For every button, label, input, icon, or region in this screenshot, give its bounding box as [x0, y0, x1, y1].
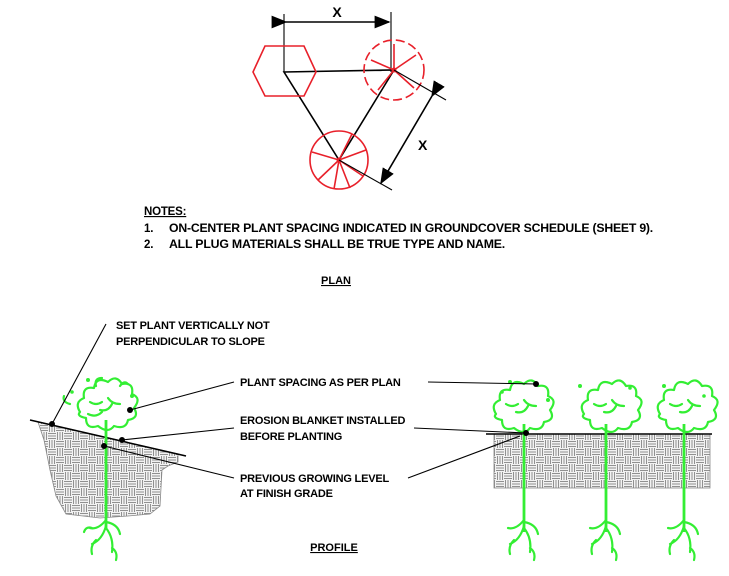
dimension-line-diagonal — [380, 80, 445, 185]
flat-plant-3 — [656, 379, 719, 562]
plant-symbol-hexagon — [252, 45, 317, 97]
slope-plant — [62, 376, 139, 562]
leader-blanket-left — [121, 427, 235, 441]
leader-grade-right — [407, 435, 521, 479]
leader-spacing-left — [129, 381, 235, 411]
dimension-extension-diag-bottom — [338, 159, 393, 191]
note-1-text: ON-CENTER PLANT SPACING INDICATED IN GRO… — [169, 223, 653, 235]
profile-title: PROFILE — [310, 542, 358, 554]
callout-blanket-line1: EROSION BLANKET INSTALLED — [240, 415, 406, 427]
profile-view: SET PLANT VERTICALLY NOT PERPENDICULAR T… — [29, 320, 719, 562]
callout-grade-line2: AT FINISH GRADE — [240, 488, 333, 500]
flat-soil-hatch — [493, 433, 711, 489]
plan-view: X X — [144, 4, 653, 287]
spacing-triangle — [282, 69, 396, 162]
dimension-label-top: X — [332, 4, 342, 20]
leader-spacing-right — [427, 381, 537, 385]
callout-grade-line1: PREVIOUS GROWING LEVEL — [240, 473, 389, 485]
callout-blanket-line2: BEFORE PLANTING — [240, 431, 342, 443]
leader-set-plant — [51, 323, 107, 425]
plan-title: PLAN — [321, 275, 351, 287]
note-2-number: 2. — [144, 239, 153, 251]
leader-grade-left — [103, 445, 235, 479]
dimension-label-side: X — [418, 137, 428, 153]
callout-set-plant-line2: PERPENDICULAR TO SLOPE — [116, 336, 265, 348]
leader-blanket-right — [413, 427, 527, 434]
note-1-number: 1. — [144, 223, 153, 235]
notes-heading: NOTES: — [144, 206, 186, 218]
flat-plant-2 — [578, 379, 643, 562]
callout-set-plant-line1: SET PLANT VERTICALLY NOT — [116, 320, 270, 332]
plant-symbol-radial-circle — [309, 130, 369, 190]
slope-grade-line — [29, 419, 187, 457]
note-2-text: ALL PLUG MATERIALS SHALL BE TRUE TYPE AN… — [169, 239, 505, 251]
flat-plant-1 — [492, 379, 555, 562]
dimension-extension-diag-top — [393, 69, 447, 101]
callout-spacing: PLANT SPACING AS PER PLAN — [240, 377, 401, 389]
